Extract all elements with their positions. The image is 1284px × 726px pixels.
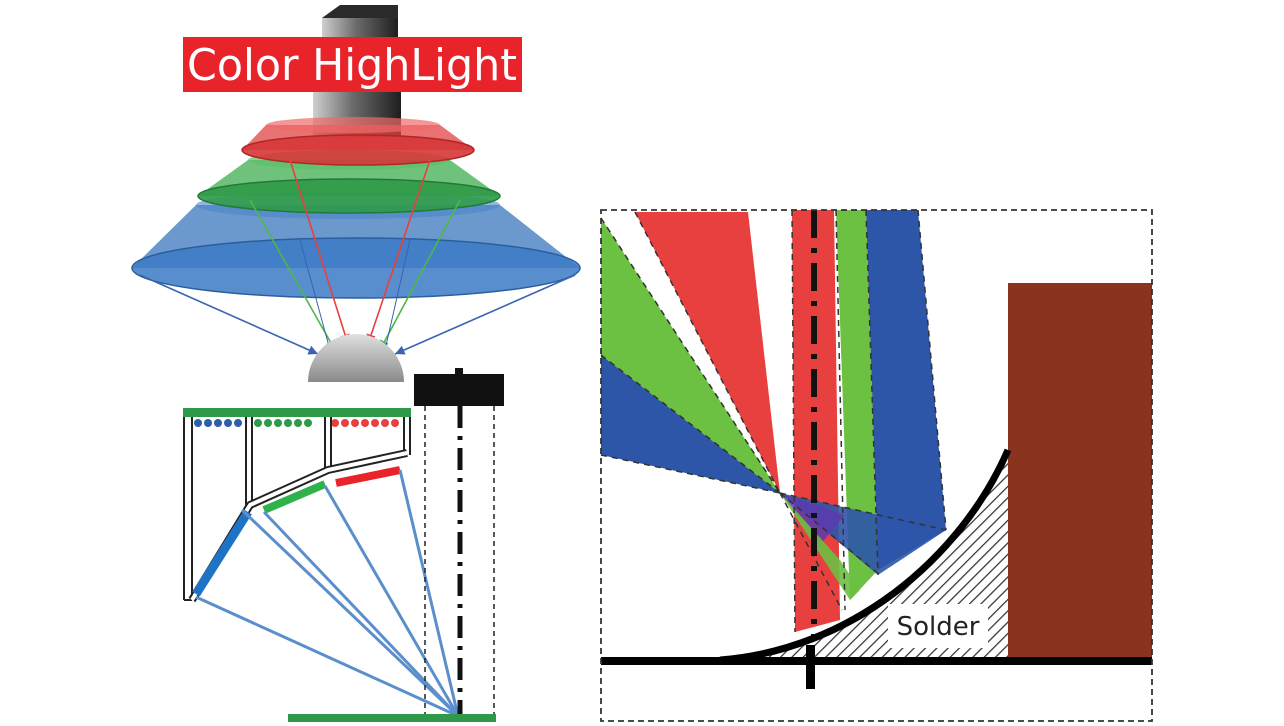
component-pad <box>1008 283 1152 660</box>
camera-light-assembly: Color HighLight <box>131 5 581 382</box>
illumination-rays <box>139 159 576 355</box>
ray-geometry-sketch <box>183 368 504 722</box>
red-ring-light <box>241 117 475 166</box>
title-banner: Color HighLight <box>183 37 522 92</box>
led-row <box>194 419 399 427</box>
green-band <box>836 210 878 600</box>
solder-bump-icon <box>308 334 404 382</box>
solder-joint-detail: Solder <box>600 209 1153 722</box>
title-text: Color HighLight <box>187 40 517 91</box>
solder-label: Solder <box>897 612 980 642</box>
camera-sensor-icon <box>414 374 504 406</box>
